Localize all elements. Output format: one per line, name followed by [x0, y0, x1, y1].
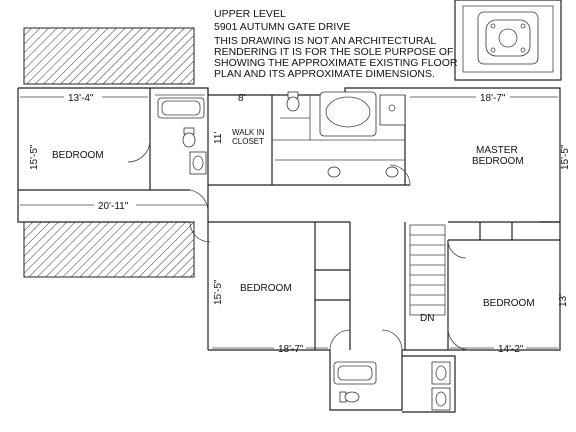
- bathtub-icon: [157, 97, 205, 119]
- room-label-walk-in: WALK IN: [232, 128, 265, 137]
- shower-icon: [379, 94, 406, 126]
- sink-icon: [189, 151, 207, 175]
- dimension-lines: [20, 96, 558, 349]
- master-bath: [272, 91, 406, 178]
- hot-tub-deck: [454, 0, 562, 81]
- address-text: 5901 AUTUMN GATE DRIVE: [214, 21, 350, 33]
- dim-center-width: 18'-7": [278, 344, 304, 355]
- dim-master-height: 15'-5": [560, 144, 571, 170]
- attic-area-north: [23, 27, 195, 85]
- toilet-icon: [339, 391, 360, 403]
- room-label-bedroom-se: BEDROOM: [483, 298, 535, 309]
- dim-nw-width: 13'-4": [68, 93, 94, 104]
- door-swings: [127, 139, 471, 351]
- dim-west-width: 20'-11": [98, 201, 129, 212]
- room-label-closet: CLOSET: [232, 137, 264, 146]
- level-title: UPPER LEVEL: [214, 8, 286, 20]
- sink-icon: [327, 166, 399, 178]
- staircase: [409, 224, 446, 316]
- stairs-label: DN: [420, 313, 434, 324]
- dim-nw-height: 15'-5": [29, 144, 40, 170]
- disclaimer-line-4: PLAN AND ITS APPROXIMATE DIMENSIONS.: [214, 68, 435, 80]
- interior-walls: [18, 88, 560, 350]
- disclaimer-line-3: SHOWING THE APPROXIMATE EXISTING FLOOR: [214, 57, 458, 69]
- dim-se-height: 13': [558, 294, 569, 307]
- toilet-icon: [182, 127, 196, 148]
- dim-closet-width: 8': [238, 93, 246, 104]
- room-label-master-1: MASTER: [476, 145, 518, 156]
- bathtub-icon: [333, 361, 377, 385]
- disclaimer-line-2: RENDERING IT IS FOR THE SOLE PURPOSE OF: [214, 46, 453, 58]
- bathtub-icon: [319, 91, 377, 137]
- toilet-icon: [286, 91, 300, 112]
- dim-closet-height: 11': [213, 132, 224, 144]
- south-bath: [333, 355, 456, 413]
- room-label-bedroom-center: BEDROOM: [240, 283, 292, 294]
- attic-area-south: [23, 221, 195, 278]
- dim-center-height: 15'-5": [213, 279, 224, 305]
- sink-icon: [431, 361, 451, 411]
- room-label-bedroom-nw: BEDROOM: [52, 150, 104, 161]
- disclaimer-line-1: THIS DRAWING IS NOT AN ARCHITECTURAL: [214, 35, 436, 47]
- dim-se-width: 14'-2": [498, 344, 524, 355]
- dim-master-width: 18'-7": [480, 93, 506, 104]
- hot-tub-icon: [477, 11, 539, 65]
- room-label-master-2: BEDROOM: [472, 156, 524, 167]
- outer-walls: [17, 87, 561, 411]
- nw-bath: [155, 94, 207, 175]
